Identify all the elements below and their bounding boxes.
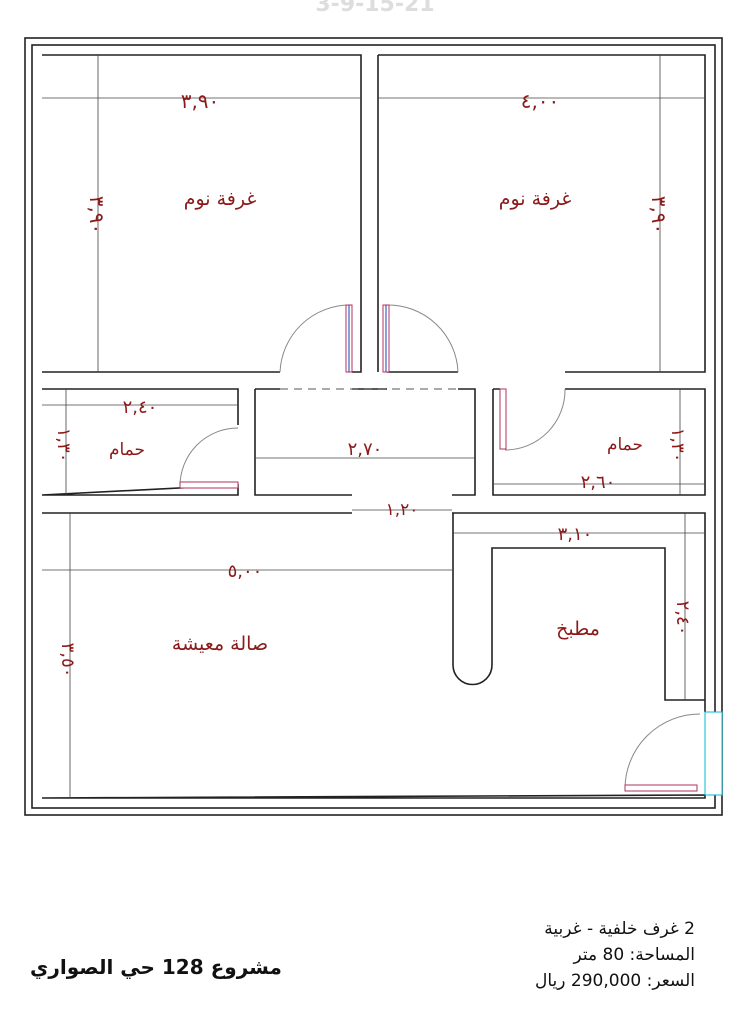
dim-bedroom-2-length: ٣,٩٠ xyxy=(647,196,671,235)
room-label-kitchen: مطبخ xyxy=(556,618,600,640)
dim-bathroom-2-width: ٢,٦٠ xyxy=(581,472,616,493)
dim-bathroom-2-length: ١,٣٠ xyxy=(667,428,688,463)
door-bathroom-1 xyxy=(179,427,239,489)
room-label-living: صالة معيشة xyxy=(172,633,268,655)
dimension-lines xyxy=(42,55,705,798)
bedroom-2-wall xyxy=(377,54,706,373)
dim-bedroom-2-width: ٤,٠٠ xyxy=(521,89,560,113)
room-label-bedroom-1: غرفة نوم xyxy=(184,188,257,210)
kitchen-counter xyxy=(452,513,705,701)
outer-wall-inner xyxy=(31,44,716,809)
project-title-text: مشروع 128 حي الصواري xyxy=(30,955,282,979)
entrance-door xyxy=(624,711,723,796)
watermark: 3-9-15-21 xyxy=(315,0,435,17)
project-details: 2 غرف خلفية - غربية المساحة: 80 متر السع… xyxy=(535,916,695,994)
rooms-line: 2 غرف خلفية - غربية xyxy=(544,919,695,939)
dim-living-length: ٣,٥٠ xyxy=(57,643,78,678)
project-title: مشروع 128 حي الصواري xyxy=(30,955,320,979)
dim-bathroom-1-width: ٢,٤٠ xyxy=(123,397,158,418)
dim-bedroom-1-length: ٣,٩٠ xyxy=(85,196,109,235)
dim-bathroom-1-length: ١,٣٠ xyxy=(53,428,74,463)
room-label-bathroom-2: حمام xyxy=(607,435,643,455)
room-label-bedroom-2: غرفة نوم xyxy=(499,188,572,210)
outer-wall xyxy=(24,37,723,816)
door-bathroom-2 xyxy=(499,388,566,451)
bedroom-1-wall xyxy=(42,54,362,373)
dim-kitchen-length: ٢,٤٠ xyxy=(672,601,693,636)
dim-bedroom-1-width: ٣,٩٠ xyxy=(181,89,220,113)
room-label-bathroom-1: حمام xyxy=(109,440,145,460)
dim-living-width: ٥,٠٠ xyxy=(228,561,263,582)
dim-kitchen-width: ٣,١٠ xyxy=(558,524,593,545)
living-wall xyxy=(41,512,706,799)
area-line: المساحة: 80 متر xyxy=(573,945,695,965)
dim-opening: ١,٢٠ xyxy=(386,500,419,520)
bathroom-1-wall xyxy=(41,388,239,496)
door-bedroom-1 xyxy=(279,304,353,373)
bathroom-2-wall xyxy=(492,388,706,496)
door-bedroom-2 xyxy=(382,304,459,373)
dim-corridor-width: ٢,٧٠ xyxy=(348,439,383,460)
price-line: السعر: 290,000 ريال xyxy=(535,971,695,991)
